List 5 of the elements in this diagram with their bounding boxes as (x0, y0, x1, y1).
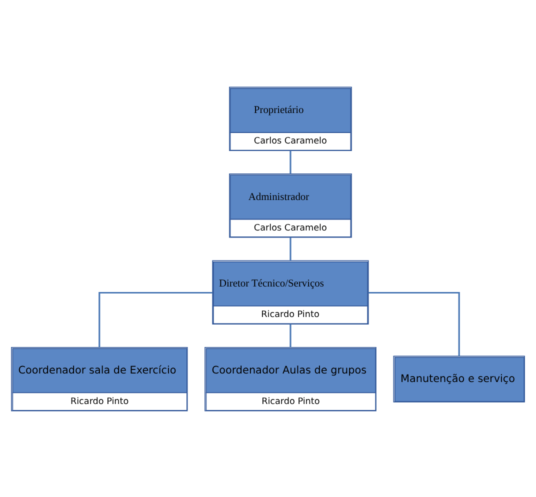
connector (290, 324, 292, 347)
connector (290, 236, 292, 260)
connector (368, 291, 460, 356)
connector (290, 150, 292, 174)
connector (98, 291, 212, 347)
